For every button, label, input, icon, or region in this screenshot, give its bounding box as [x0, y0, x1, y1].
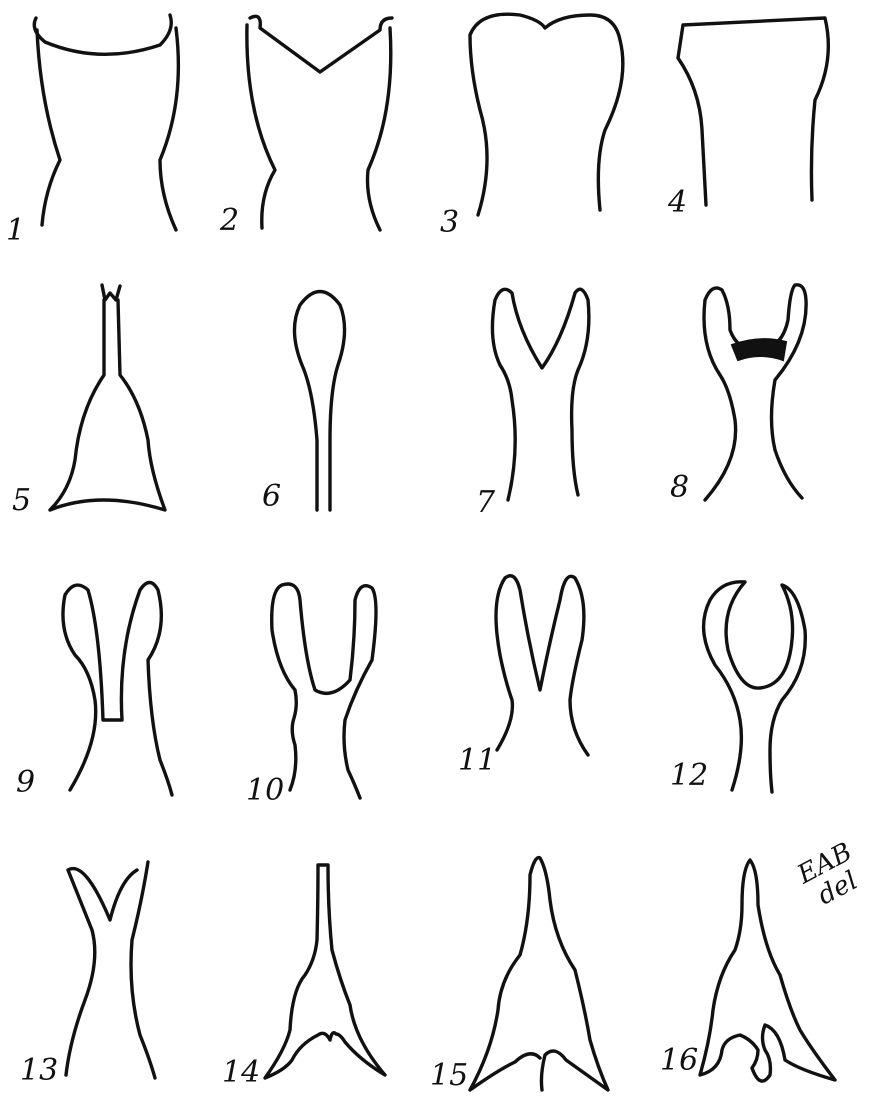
- figure-16: 16: [660, 860, 835, 1081]
- figure-4: 4: [667, 18, 828, 220]
- figure-15-number: 15: [430, 1058, 468, 1093]
- figure-5: 5: [12, 285, 165, 518]
- figure-1: 1: [6, 15, 178, 248]
- figure-15-outline: [470, 858, 608, 1090]
- figure-10: 10: [246, 584, 376, 808]
- figure-16-number: 16: [660, 1043, 698, 1078]
- figure-1-number: 1: [6, 213, 25, 248]
- figure-7-number: 7: [476, 485, 496, 520]
- artist-signature: EAB del: [792, 837, 870, 915]
- figure-6: 6: [262, 292, 345, 515]
- figure-13-number: 13: [20, 1053, 58, 1088]
- figure-10-outline: [272, 584, 376, 798]
- figure-3-number: 3: [440, 205, 459, 240]
- figure-14-number: 14: [222, 1055, 260, 1090]
- figure-8-outline: [704, 285, 806, 500]
- figure-2-outline: [247, 16, 392, 230]
- figure-10-number: 10: [246, 773, 284, 808]
- figure-7-outline: [492, 289, 588, 500]
- figure-6-number: 6: [262, 479, 281, 514]
- figure-15: 15: [430, 858, 608, 1093]
- figure-14-outline: [265, 865, 385, 1078]
- figure-12-number: 12: [670, 758, 708, 793]
- figure-12: 12: [670, 582, 805, 793]
- figure-8-dark-band: [732, 339, 786, 360]
- figure-9-outline: [63, 583, 172, 796]
- figure-3-outline: [470, 14, 623, 215]
- figure-4-number: 4: [667, 185, 687, 220]
- figure-5-outline: [50, 285, 165, 510]
- figure-9-number: 9: [16, 765, 35, 800]
- figure-8-number: 8: [670, 470, 689, 505]
- figure-11: 11: [458, 576, 588, 778]
- figure-4-outline: [678, 18, 828, 205]
- figure-9: 9: [16, 583, 172, 801]
- figure-6-outline: [294, 292, 344, 511]
- figure-5-number: 5: [12, 483, 31, 518]
- figure-13: 13: [20, 862, 155, 1088]
- figure-2-number: 2: [219, 203, 239, 238]
- figure-3: 3: [440, 14, 623, 240]
- figure-14: 14: [222, 865, 385, 1090]
- figure-8: 8: [670, 285, 806, 505]
- figure-13-outline: [66, 862, 155, 1078]
- figure-11-outline: [496, 576, 588, 755]
- figure-16-outline: [700, 860, 835, 1081]
- figure-1-outline: [34, 15, 178, 230]
- figure-11-number: 11: [458, 743, 496, 778]
- figure-7: 7: [476, 289, 589, 520]
- figure-2: 2: [219, 16, 392, 238]
- figure-12-outline: [704, 582, 806, 792]
